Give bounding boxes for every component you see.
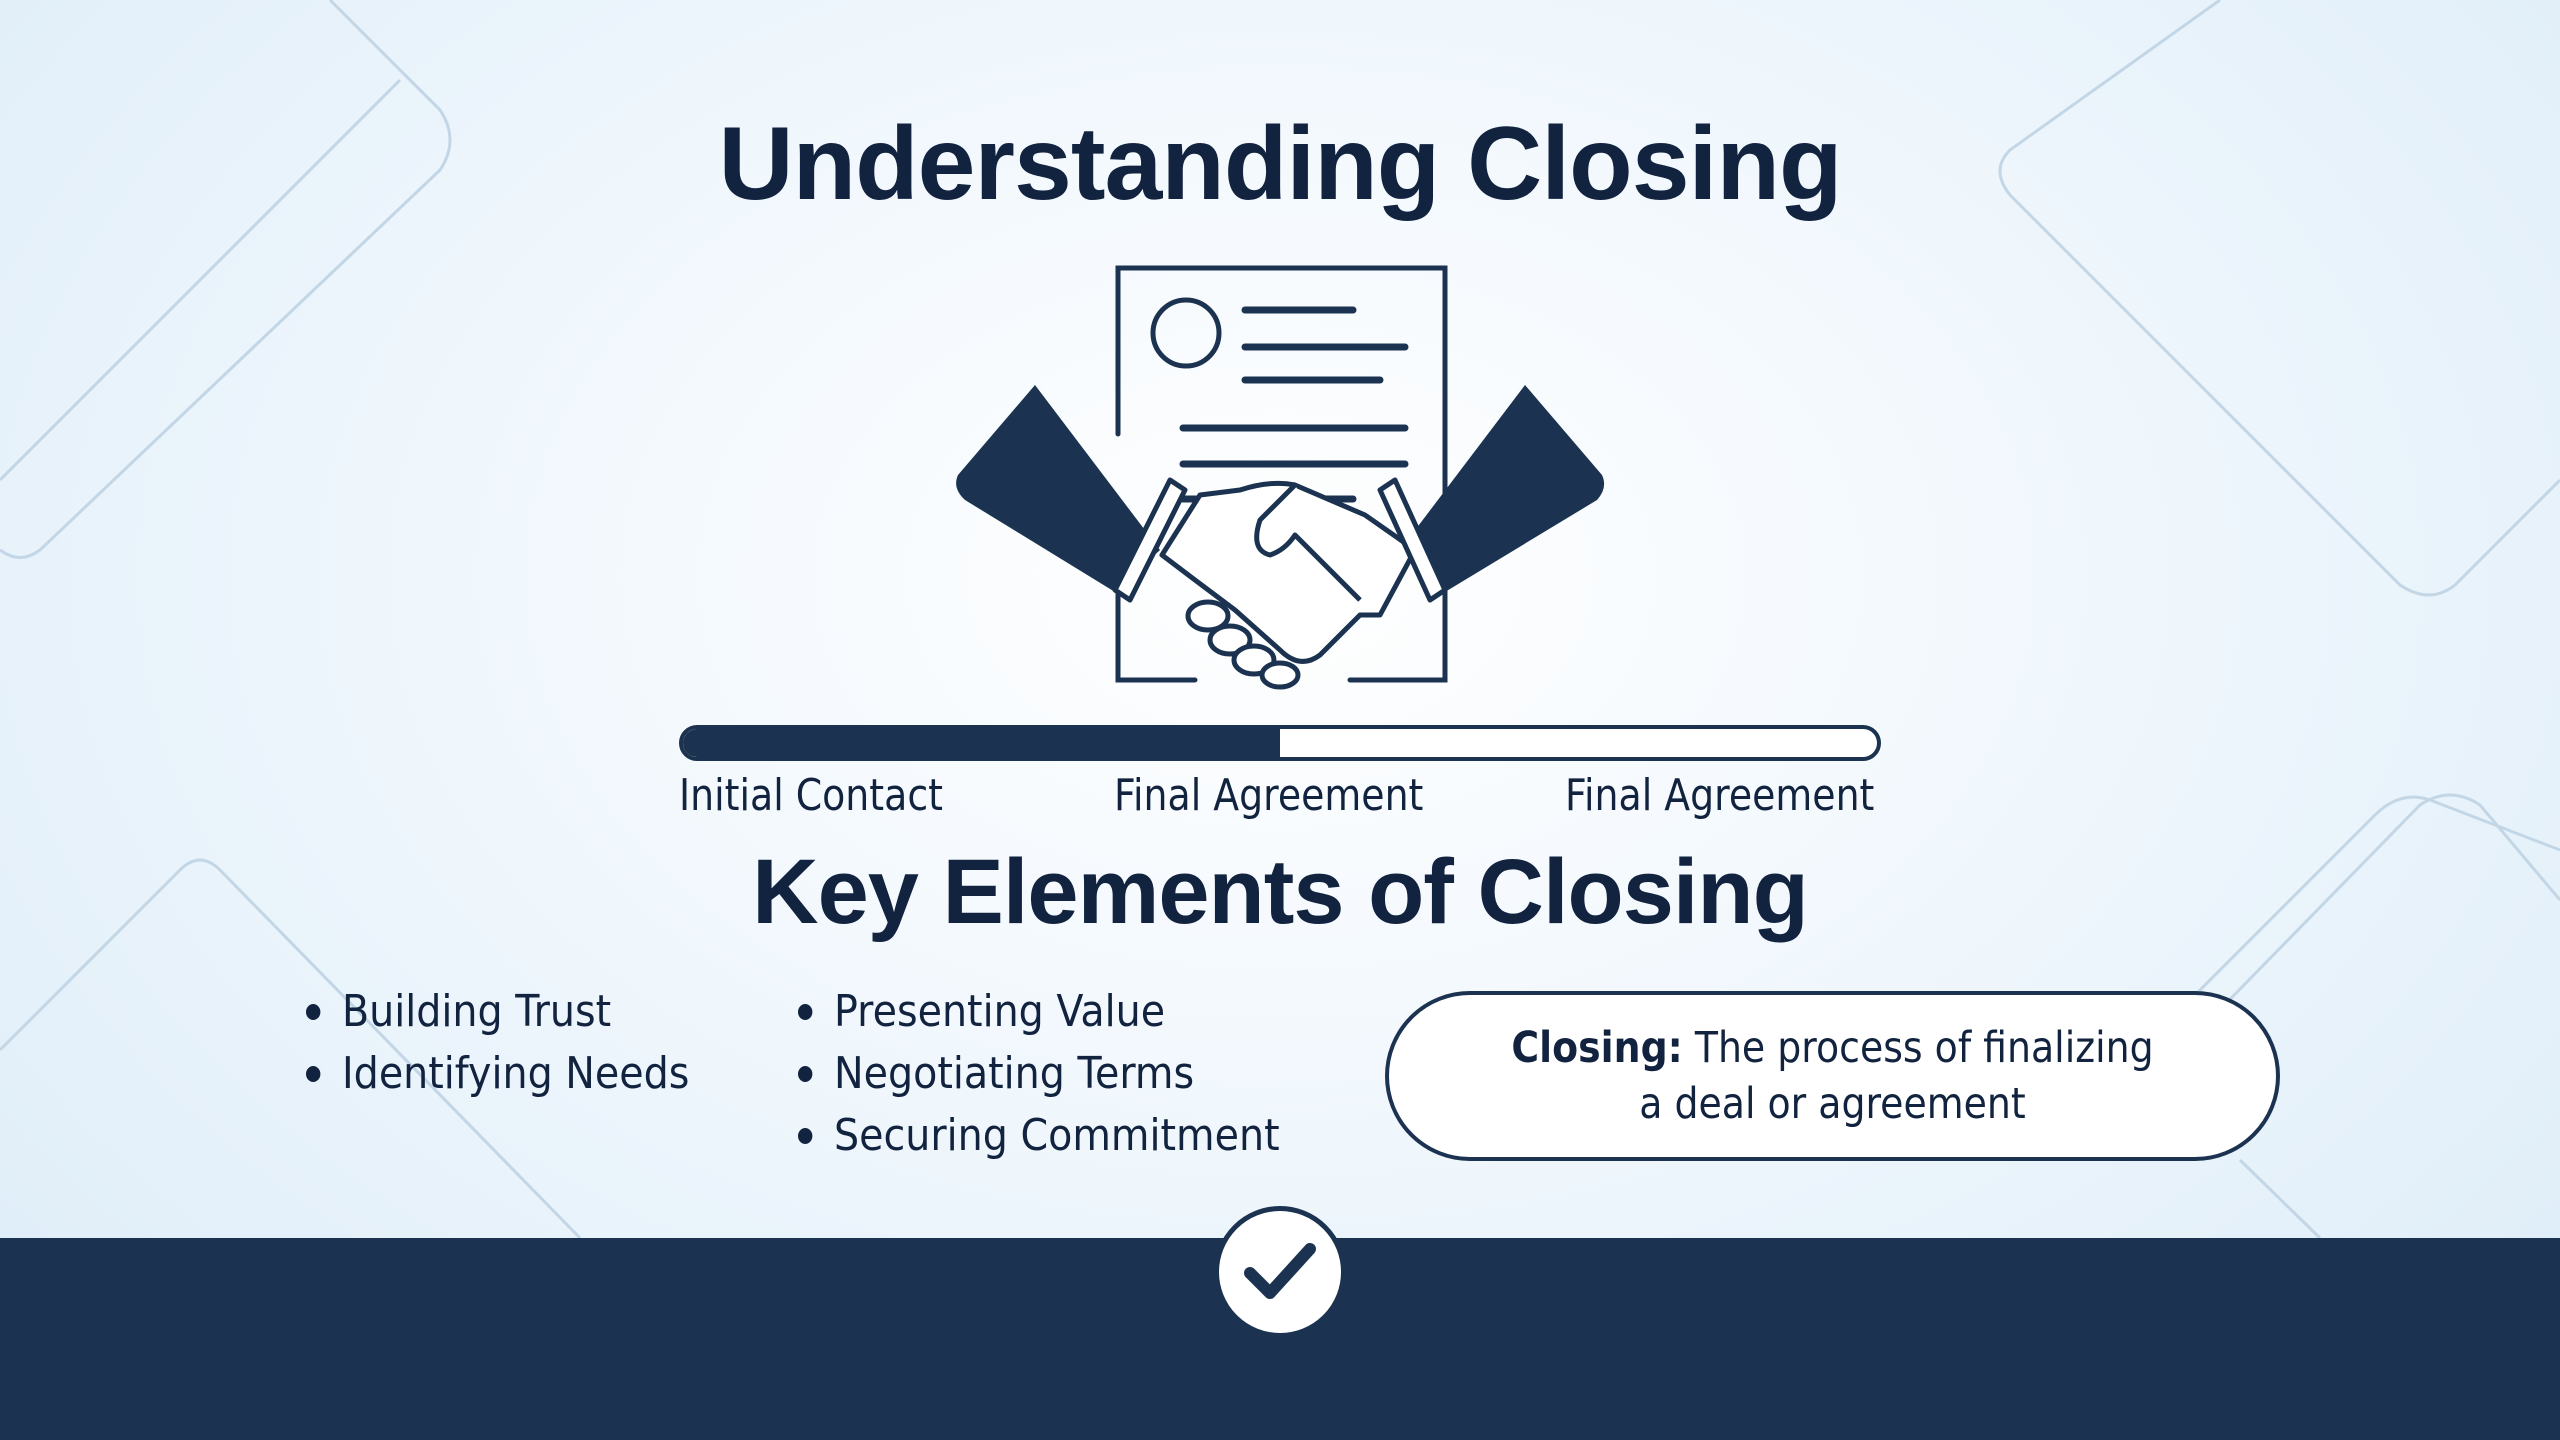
list-item: Securing Commitment — [798, 1110, 1280, 1161]
list-item-text: Securing Commitment — [834, 1110, 1280, 1161]
checkmark-icon — [1244, 1243, 1316, 1299]
bullet-icon — [798, 1003, 813, 1020]
progress-bar — [679, 725, 1881, 761]
page-title: Understanding Closing — [718, 106, 1843, 222]
section-title: Key Elements of Closing — [752, 841, 1809, 943]
handshake-icon — [956, 385, 1605, 690]
definition-box: Closing: The process of finalizing a dea… — [1385, 991, 2280, 1161]
list-item-text: Presenting Value — [834, 986, 1166, 1037]
list-item-text: Negotiating Terms — [834, 1048, 1195, 1099]
progress-label-start: Initial Contact — [679, 770, 943, 821]
handshake-document-illustration — [956, 265, 1605, 690]
progress-label-middle: Final Agreement — [1114, 770, 1424, 821]
progress-label-end: Final Agreement — [1565, 770, 1875, 821]
checkmark-badge — [1214, 1206, 1346, 1338]
definition-text: The process of finalizing a deal or agre… — [1639, 1023, 2154, 1129]
bullet-icon — [306, 1003, 321, 1020]
list-item: Negotiating Terms — [798, 1048, 1194, 1099]
bullet-icon — [306, 1065, 321, 1082]
bullet-icon — [798, 1127, 813, 1144]
list-item-text: Identifying Needs — [342, 1048, 690, 1099]
list-item-text: Building Trust — [342, 986, 612, 1037]
list-item: Identifying Needs — [306, 1048, 689, 1099]
bullet-icon — [798, 1065, 813, 1082]
document-icon — [1115, 265, 1448, 683]
progress-bar-fill — [683, 729, 1280, 757]
definition-term: Closing: — [1511, 1023, 1683, 1073]
list-item: Building Trust — [306, 986, 611, 1037]
list-item: Presenting Value — [798, 986, 1165, 1037]
